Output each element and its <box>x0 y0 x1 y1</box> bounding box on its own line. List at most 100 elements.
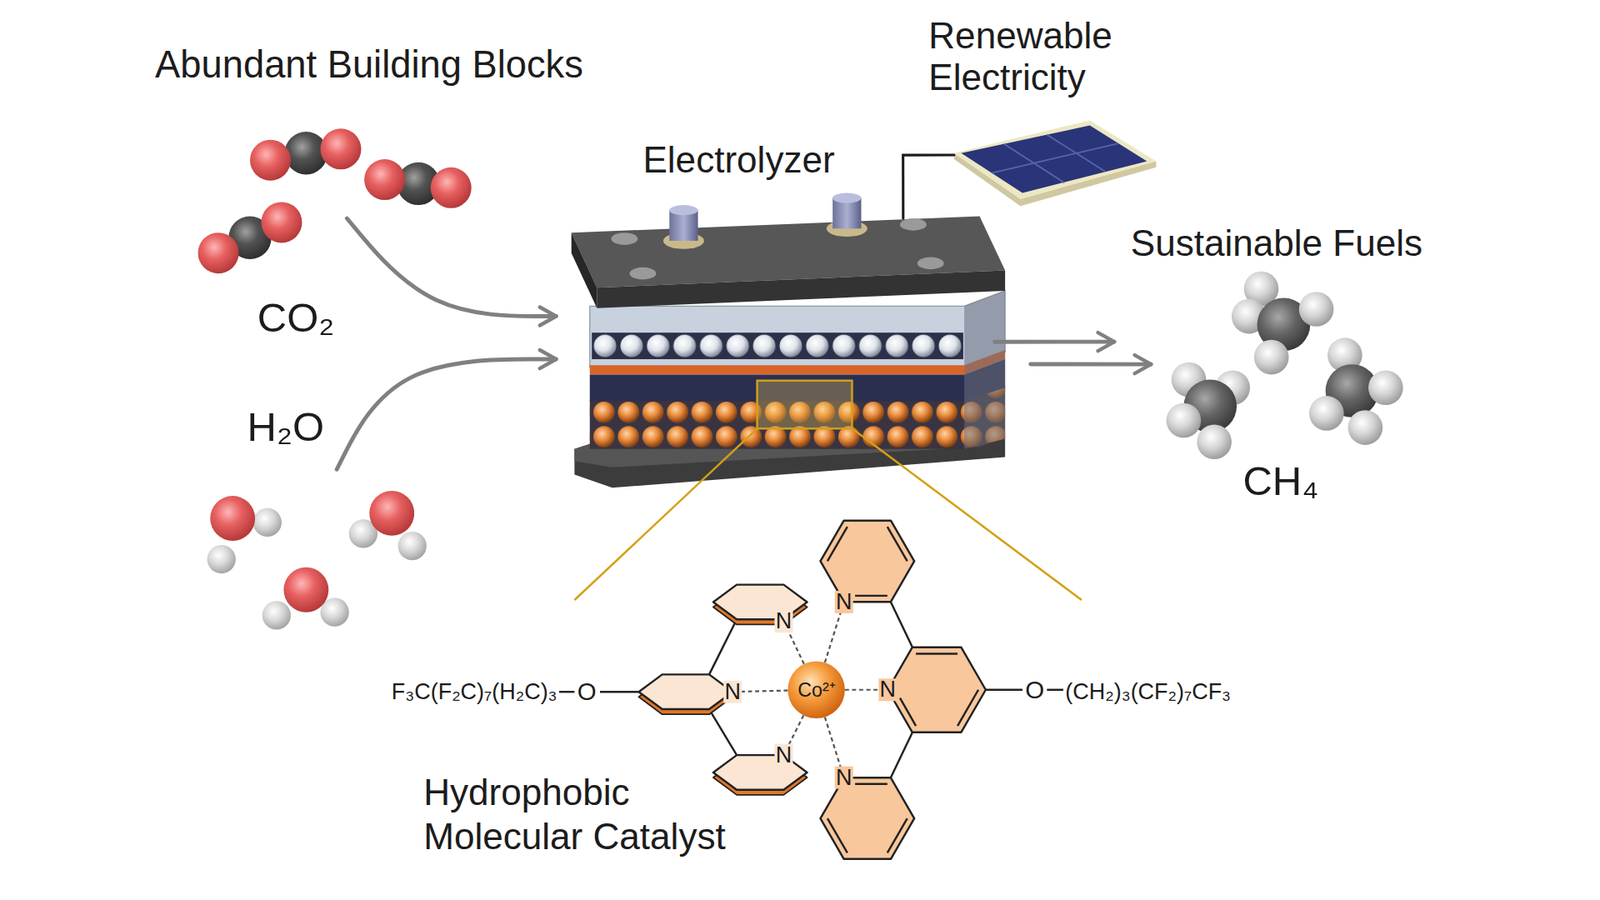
catalyst-structure-part <box>900 698 916 727</box>
chain-formula: (CH₂)₃(CF₂)₇CF₃ <box>1065 680 1231 704</box>
electrolyzer-illustration-part <box>610 232 638 245</box>
water-molecules <box>207 490 427 630</box>
catalyst-structure-part <box>985 689 1023 691</box>
electrolyzer-illustration-part <box>917 257 945 270</box>
connectors <box>336 155 1151 470</box>
co2-molecules-part <box>250 140 291 181</box>
catalyst-structure-part <box>855 782 888 785</box>
methane-molecules-part <box>1196 424 1232 460</box>
solar-panel-part <box>954 120 1156 199</box>
catalyst-structure-part <box>887 647 986 733</box>
co2-molecules-part <box>260 201 302 243</box>
methane-molecules-part <box>1309 395 1345 431</box>
methane-molecules-part <box>1254 340 1290 375</box>
chain-formula: F₃C(F₂C)₇(H₂C)₃ <box>391 680 558 704</box>
fuel-group: Sustainable FuelsCH₄ <box>1122 270 1419 505</box>
electrolyzer-illustration-part <box>757 380 853 430</box>
catalyst-structure-part <box>713 585 808 620</box>
catalyst-structure-part <box>887 818 908 853</box>
catalyst-structure-part <box>709 619 737 675</box>
electrolyzer-device: Electrolyzer <box>571 214 1005 490</box>
water-molecules-part <box>262 600 291 630</box>
group-heading: Abundant Building Blocks <box>155 42 584 88</box>
water-molecules-part <box>398 531 427 560</box>
co2-molecules <box>198 128 472 274</box>
zoom-lines-part <box>574 428 757 600</box>
electrolyzer-illustration-part <box>630 267 657 280</box>
water-molecules-part <box>207 545 236 574</box>
methane-molecules-part <box>1299 291 1335 327</box>
product-arrow <box>1030 362 1151 367</box>
feed-arrow <box>336 359 556 470</box>
electrolyzer-illustration-part <box>832 192 861 203</box>
node-label: Electrolyzer <box>642 139 835 182</box>
catalyst-structure-part <box>890 601 913 647</box>
water-group: H₂O <box>235 403 337 470</box>
catalyst-structure-part <box>600 690 640 693</box>
metal-label: Co²⁺ <box>797 680 835 700</box>
atom-label: N <box>835 590 854 614</box>
water-molecules-part <box>283 567 329 613</box>
electrolyzer-illustration-part <box>669 205 698 215</box>
node-label: Renewable Electricity <box>928 14 1148 99</box>
catalyst-structure-part <box>820 777 915 859</box>
methane-molecules <box>1166 271 1404 460</box>
co2-molecules-part <box>198 232 240 274</box>
atom-label: N <box>723 680 742 704</box>
water-molecules-part <box>369 490 415 536</box>
catalyst-structure-part <box>713 755 808 790</box>
atom-label: N <box>774 744 793 767</box>
product-arrow <box>995 340 1115 345</box>
feed-arrow <box>346 218 556 316</box>
catalyst-structure-part <box>820 520 915 602</box>
catalyst-structure-part <box>957 690 979 726</box>
catalyst-structure-part <box>639 674 734 710</box>
catalyst-structure-part <box>827 818 848 853</box>
co2-group: CO₂ <box>245 204 347 347</box>
co2-molecules-part <box>320 128 361 170</box>
catalyst-structure-part <box>890 732 913 778</box>
catalyst-structure-part <box>732 601 888 778</box>
methane-molecules-part <box>1368 370 1404 405</box>
solar-panel-part <box>960 125 1147 194</box>
power-wire <box>903 155 955 219</box>
catalyst-caption: Hydrophobic Molecular Catalyst <box>423 770 775 859</box>
solar-panel <box>954 120 1156 206</box>
node-label: H₂O <box>235 403 337 450</box>
atom-label: N <box>774 610 793 633</box>
catalyst-structure-part <box>827 526 848 561</box>
catalyst-structure-part <box>709 709 737 755</box>
node-label: CH₄ <box>1242 457 1319 505</box>
co2-molecules-part <box>364 159 405 200</box>
power-source: Renewable Electricity <box>954 117 1159 205</box>
water-molecules-part <box>253 508 282 537</box>
catalyst-structure-part <box>827 526 979 853</box>
atom-label: O <box>1025 677 1045 702</box>
electrolyzer-illustration-part <box>596 270 1005 308</box>
electrolyzer-illustration-part <box>591 332 964 360</box>
electrolyzer-illustration-part <box>590 350 1005 375</box>
electrolyzer-illustration-part <box>571 232 598 309</box>
catalyst-structure-part <box>559 601 1064 778</box>
catalyst-structure-part <box>915 652 958 655</box>
solar-panel-part <box>991 143 1119 174</box>
catalyst-structure-part <box>1046 689 1064 691</box>
atom-label: O <box>577 680 597 705</box>
electrolyzer-illustration-part <box>591 332 964 360</box>
node-label: CO₂ <box>245 294 347 341</box>
methane-molecules-part <box>1348 410 1384 445</box>
catalyst-structure-part <box>559 690 575 693</box>
catalyst-structure <box>559 520 1064 860</box>
water-molecules-part <box>210 495 255 541</box>
catalyst-structure-part <box>855 595 888 597</box>
catalyst-structure-part <box>787 660 845 719</box>
catalyst-structure-part <box>887 526 908 561</box>
atom-label: N <box>835 766 854 790</box>
co2-molecules-part <box>430 167 472 209</box>
node-label: Sustainable Fuels <box>1130 222 1423 265</box>
electrolyzer-illustration-part <box>900 218 927 231</box>
